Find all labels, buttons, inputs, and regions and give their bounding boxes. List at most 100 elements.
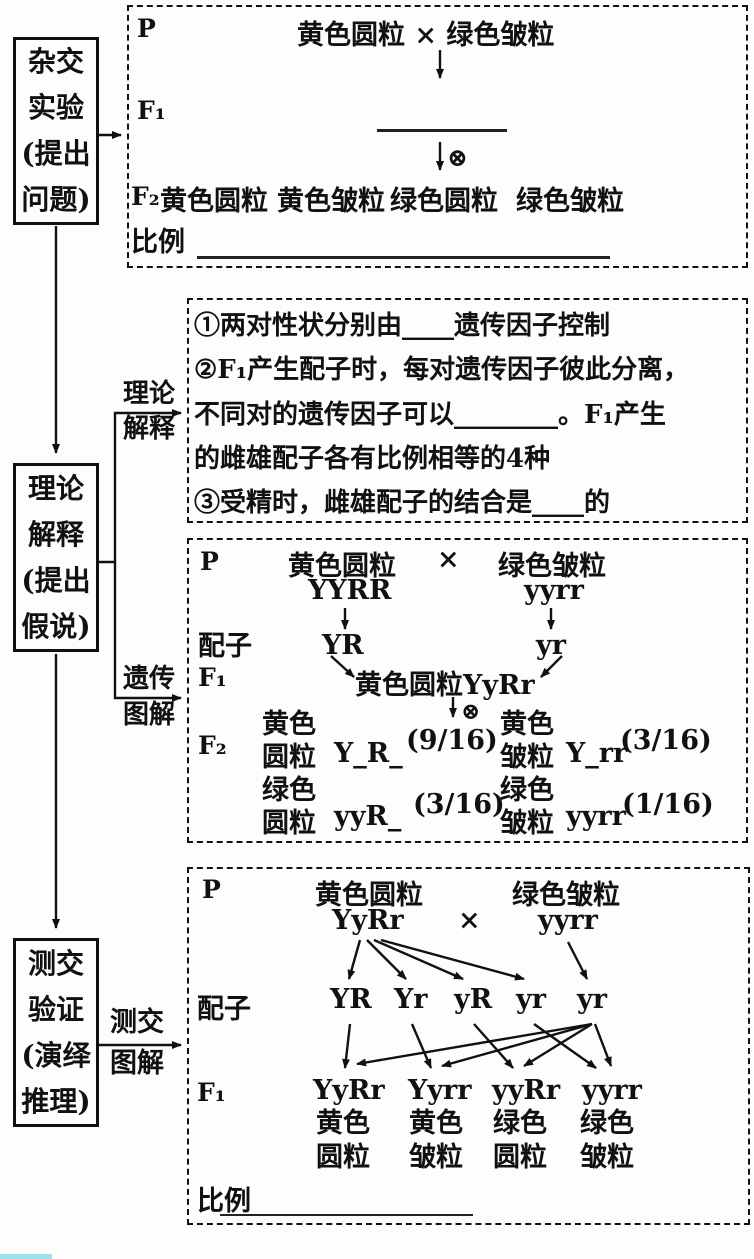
box4-offspring-phenotype: 绿色 圆粒 — [493, 1107, 547, 1175]
box4-father-genotype: YyRr — [332, 905, 404, 936]
box1-f2-phenotype: 绿色圆粒 — [390, 186, 498, 217]
box4-ratio-label: 比例 — [197, 1186, 251, 1217]
box3-f2-phenotype-block: 绿色 圆粒 — [262, 774, 316, 840]
box2-point-2: ②F₁产生配子时，每对遗传因子彼此分离， — [194, 355, 690, 385]
stage-label-line: (提出 — [21, 563, 91, 597]
box4-father-phenotype: 黄色圆粒 — [315, 880, 423, 911]
box3-f2-phenotype-block: 黄色 皱粒 — [500, 708, 554, 774]
box4-ratio-blank — [220, 1214, 473, 1216]
box3-p-label: P — [200, 547, 219, 576]
phenotype-line: 黄色 — [316, 1108, 370, 1139]
box3-cross-symbol: × — [437, 544, 460, 575]
box4-offspring-phenotype: 黄色 皱粒 — [409, 1107, 463, 1175]
box4-f1-label: F₁ — [197, 1078, 226, 1107]
stage-label-line: 推理) — [21, 1084, 91, 1118]
phenotype-line: 圆粒 — [493, 1142, 547, 1173]
box4-mother-phenotype: 绿色皱粒 — [512, 880, 620, 911]
scan-artifact-stripe — [0, 1254, 52, 1259]
connector-label-line: 理论 — [122, 379, 175, 409]
connector-label-line: 测交 — [110, 1007, 164, 1038]
box1-f2-label: F₂ — [131, 182, 160, 211]
box3-f2-ratio: (1/16) — [622, 789, 714, 820]
box4-gametes-label: 配子 — [197, 994, 251, 1025]
stage-box-theory-explanation: 理论 解释 (提出 假说) — [13, 463, 99, 652]
stage-box-testcross-verification: 测交 验证 (演绎 推理) — [13, 938, 99, 1127]
stage-box-hybrid-experiment: 杂交 实验 (提出 问题) — [13, 37, 99, 225]
stage-label-line: 杂交 — [27, 45, 84, 78]
phenotype-line: 黄色 — [500, 709, 554, 740]
phenotype-line: 黄色 — [409, 1108, 463, 1139]
stage-label-line: 测交 — [27, 946, 84, 980]
connector-label-line: 解释 — [122, 414, 175, 444]
box4-gamete: YR — [330, 984, 372, 1015]
box1-selfing-symbol: ⊗ — [447, 143, 468, 172]
phenotype-line: 圆粒 — [262, 742, 316, 773]
phenotype-line: 圆粒 — [316, 1142, 370, 1173]
connector-label-line: 遗传 — [122, 664, 175, 694]
box3-mother-phenotype: 绿色皱粒 — [498, 551, 606, 582]
box2-point-2-cont: 不同对的遗传因子可以________。F₁产生 — [194, 400, 666, 430]
box3-f2-ratio: (3/16) — [620, 725, 712, 756]
stage-label-line: 验证 — [27, 992, 84, 1026]
stage-label-line: 实验 — [27, 91, 84, 124]
box3-father-gamete: YR — [322, 630, 364, 661]
stage-label-line: 解释 — [27, 517, 84, 551]
connector-label-line: 图解 — [122, 700, 175, 730]
phenotype-line: 皱粒 — [500, 808, 554, 839]
box3-mother-genotype: yyrr — [524, 575, 584, 606]
box2-point-2-cont2: 的雌雄配子各有比例相等的4种 — [194, 444, 551, 474]
box4-gamete: yR — [454, 984, 493, 1015]
box3-f2-label: F₂ — [198, 731, 227, 760]
phenotype-line: 绿色 — [493, 1108, 547, 1139]
box3-f2-genotype: yyR_ — [334, 801, 402, 832]
box4-offspring-genotype: yyRr — [492, 1075, 561, 1106]
box1-ratio-blank — [197, 256, 610, 259]
box3-f2-phenotype-block: 黄色 圆粒 — [262, 708, 316, 774]
box1-f2-phenotype: 黄色圆粒 — [160, 186, 268, 217]
phenotype-line: 圆粒 — [262, 808, 316, 839]
box4-offspring-genotype: YyRr — [313, 1075, 385, 1106]
box4-p-label: P — [202, 875, 221, 904]
phenotype-line: 绿色 — [580, 1108, 634, 1139]
box3-mother-gamete: yr — [536, 630, 566, 661]
panel-theory-points — [187, 298, 748, 523]
stage-label-line: 理论 — [27, 471, 84, 505]
box1-parent-cross: 黄色圆粒 × 绿色皱粒 — [297, 20, 555, 51]
phenotype-line: 绿色 — [262, 775, 316, 806]
box4-offspring-phenotype: 黄色 圆粒 — [316, 1107, 370, 1175]
box4-gamete: Yr — [394, 984, 428, 1015]
box4-offspring-genotype: Yyrr — [408, 1075, 472, 1106]
box1-ratio-label: 比例 — [131, 227, 185, 258]
box2-point-1: ①两对性状分别由____遗传因子控制 — [194, 311, 611, 341]
box3-f1-result: 黄色圆粒YyRr — [355, 670, 535, 701]
box4-mother-genotype: yyrr — [538, 905, 598, 936]
phenotype-line: 皱粒 — [580, 1142, 634, 1173]
connector-label-theory: 理论 解释 — [114, 377, 184, 447]
box3-f2-ratio: (3/16) — [413, 789, 505, 820]
connector-label-testcross-diagram: 测交 图解 — [100, 1002, 174, 1084]
box1-f1-blank — [377, 129, 507, 132]
box3-gametes-label: 配子 — [198, 631, 252, 662]
stage-label-line: 问题) — [21, 183, 91, 216]
phenotype-line: 绿色 — [500, 775, 554, 806]
connector-label-line: 图解 — [110, 1048, 164, 1079]
panel-genetic-diagram — [187, 538, 748, 843]
box4-gamete: yr — [516, 984, 546, 1015]
box3-father-genotype: YYRR — [308, 575, 392, 606]
box1-f2-phenotype: 绿色皱粒 — [516, 186, 624, 217]
phenotype-line: 黄色 — [262, 709, 316, 740]
box4-cross-symbol: × — [458, 905, 481, 936]
box3-f2-ratio: (9/16) — [406, 725, 498, 756]
box3-f2-genotype: Y_R_ — [334, 738, 403, 769]
box3-father-phenotype: 黄色圆粒 — [288, 551, 396, 582]
panel-testcross-diagram — [187, 867, 750, 1225]
box2-point-3: ③受精时，雌雄配子的结合是____的 — [194, 488, 611, 518]
box1-f2-phenotype: 黄色皱粒 — [277, 186, 385, 217]
box3-f1-label: F₁ — [198, 663, 227, 692]
stage-label-line: 假说) — [21, 609, 91, 643]
box3-selfing-symbol: ⊗ — [461, 698, 481, 725]
box4-offspring-phenotype: 绿色 皱粒 — [580, 1107, 634, 1175]
box4-gamete: yr — [577, 984, 607, 1015]
box3-f2-genotype: yyrr — [566, 801, 626, 832]
